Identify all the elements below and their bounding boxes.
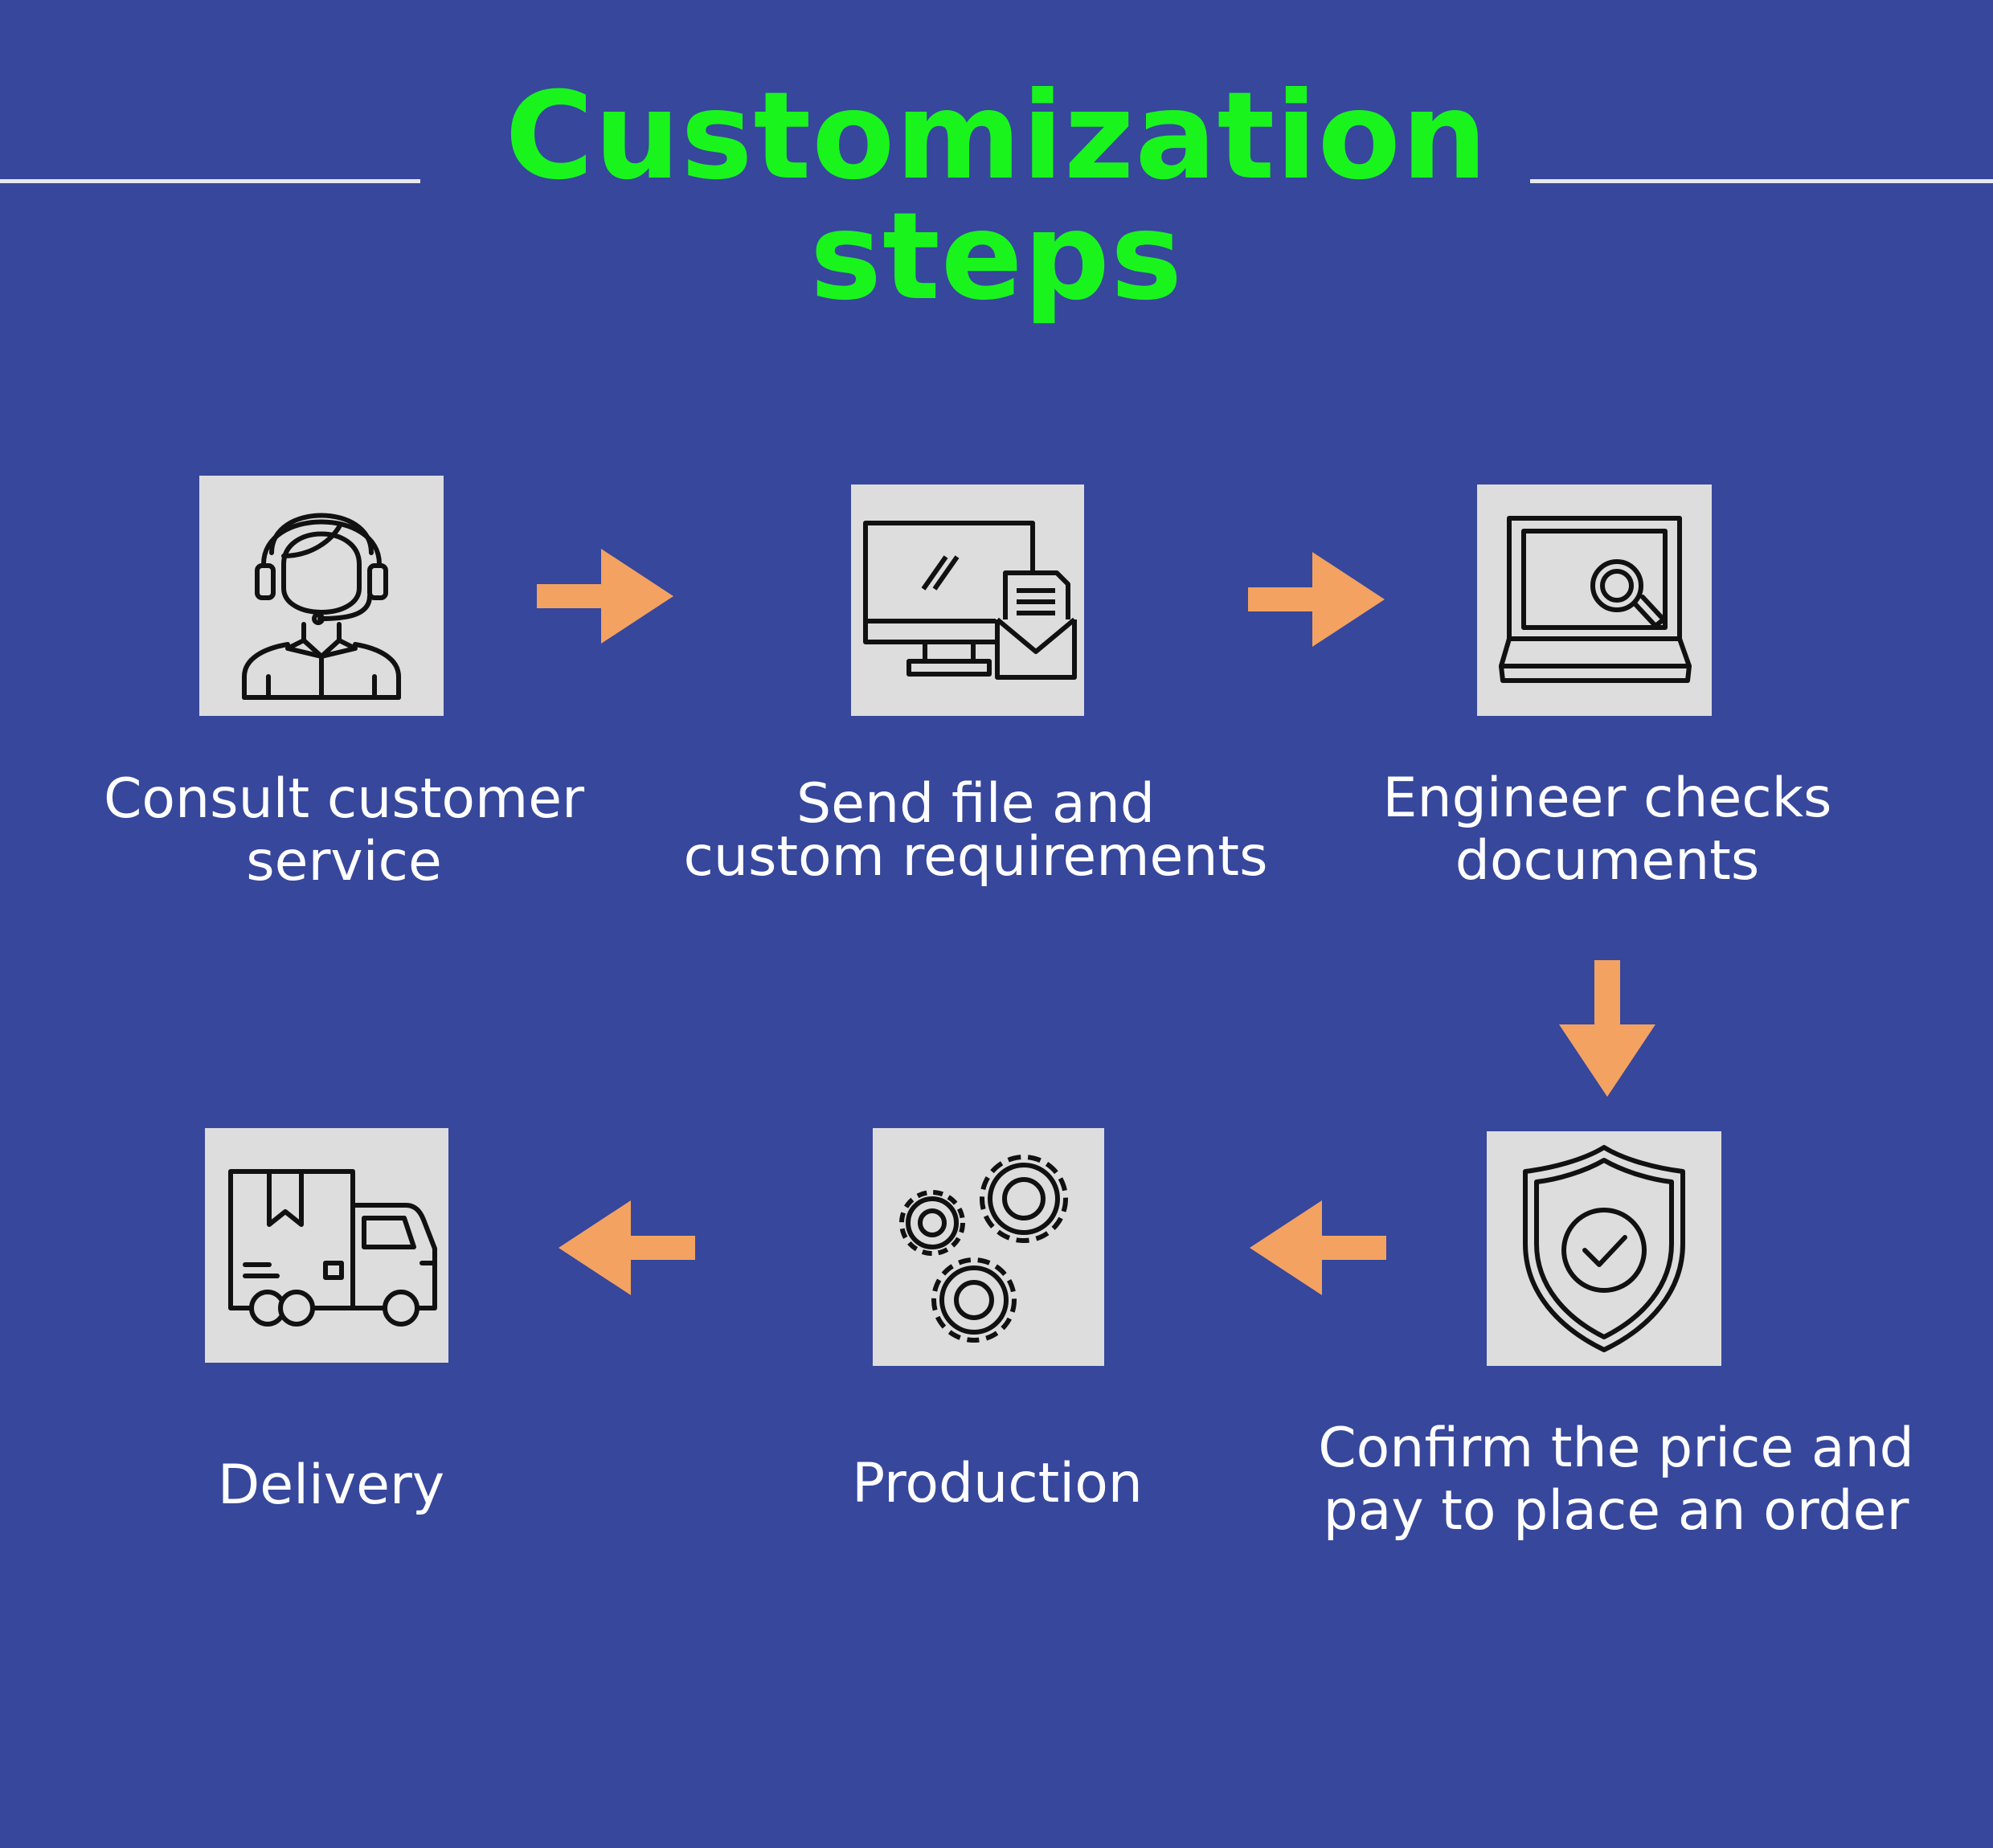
- arrow-down: [1559, 960, 1655, 1097]
- step-6-label-line-1: Delivery: [217, 1453, 445, 1517]
- step-1-label: Consult customer service: [104, 768, 584, 893]
- arrow-right-2: [1248, 552, 1385, 647]
- step-3-label-line-1: Engineer checks: [1382, 767, 1832, 830]
- computer-document-icon: [863, 521, 1077, 680]
- step-1-tile: [199, 476, 444, 716]
- title-line-2: steps: [809, 187, 1184, 327]
- title-line-1: Customization: [505, 67, 1488, 206]
- step-4-tile: [1487, 1131, 1721, 1366]
- step-6-label: Delivery: [218, 1454, 444, 1517]
- arrow-left-2: [559, 1200, 695, 1295]
- step-4-label-line-1: Confirm the price and: [1318, 1417, 1914, 1480]
- step-4-label: Confirm the price and pay to place an or…: [1318, 1417, 1914, 1543]
- step-2-label: Send file and custom requirements: [683, 772, 1268, 889]
- step-6-tile: [205, 1128, 448, 1363]
- step-1-label-line-1: Consult customer: [103, 767, 585, 831]
- step-2-label-line-2: custom requirements: [683, 825, 1268, 889]
- shield-check-icon: [1523, 1145, 1685, 1352]
- delivery-truck-icon: [228, 1169, 437, 1327]
- step-3-label: Engineer checks documents: [1383, 767, 1832, 893]
- gears-icon: [899, 1155, 1068, 1343]
- step-5-tile: [873, 1128, 1104, 1366]
- step-1-label-line-2: service: [246, 830, 442, 893]
- arrow-left-1: [1250, 1200, 1386, 1295]
- step-2-label-line-1: Send file and: [796, 772, 1155, 836]
- step-5-label: Production: [852, 1453, 1143, 1515]
- step-3-label-line-2: documents: [1455, 829, 1760, 893]
- page-title: Customization steps: [0, 76, 1993, 317]
- laptop-magnifier-icon: [1499, 516, 1692, 683]
- step-3-tile: [1477, 484, 1712, 716]
- title-rule-left: [0, 179, 420, 183]
- step-2-tile: [851, 484, 1084, 716]
- arrow-right-1: [537, 549, 673, 644]
- title-rule-right: [1530, 179, 1993, 183]
- step-4-label-line-2: pay to place an order: [1323, 1479, 1909, 1543]
- headset-agent-icon: [242, 513, 401, 700]
- step-5-label-line-1: Production: [852, 1452, 1143, 1515]
